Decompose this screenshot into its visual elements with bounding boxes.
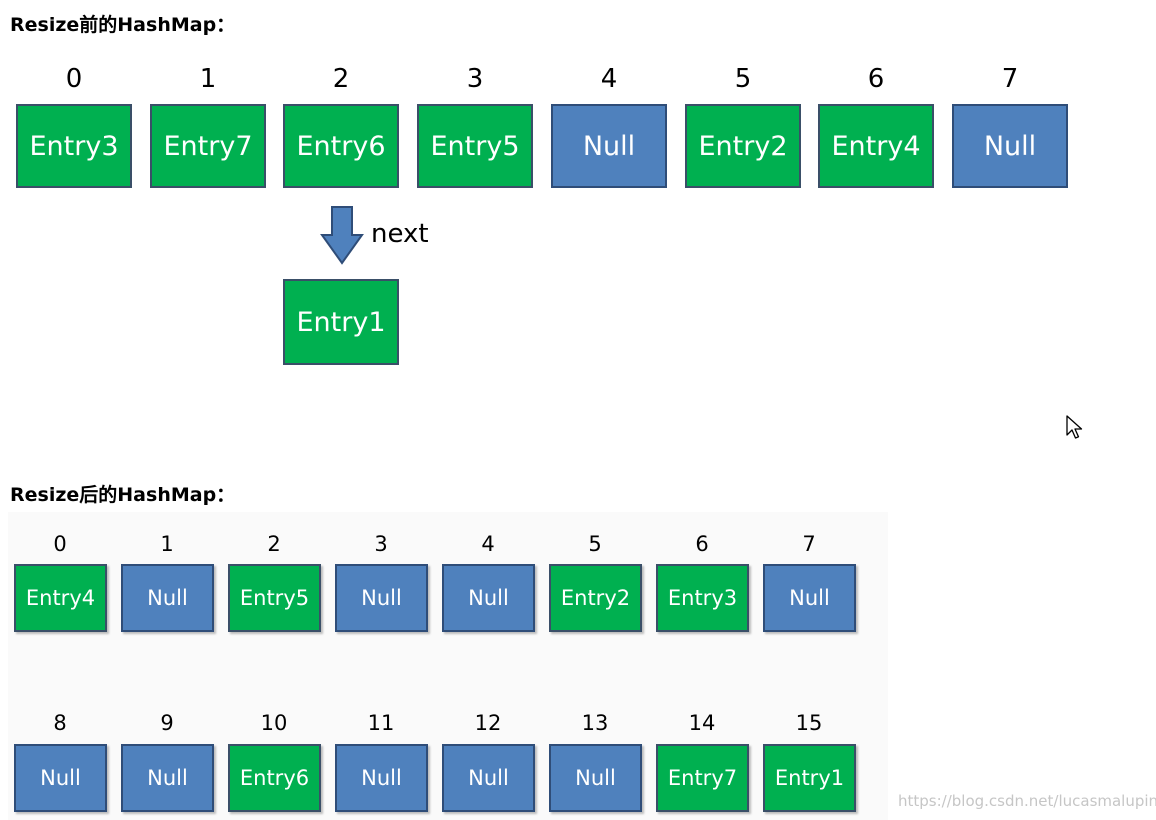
after-row1-bucket-1: Null: [121, 564, 214, 632]
before-index-6: 6: [867, 64, 885, 94]
next-pointer-label: next: [371, 219, 429, 249]
after-row1-bucket-5: Entry2: [549, 564, 642, 632]
before-bucket-3: Entry5: [417, 104, 533, 188]
after-row1-index-7: 7: [802, 532, 816, 556]
before-index-7: 7: [1001, 64, 1019, 94]
before-index-5: 5: [734, 64, 752, 94]
watermark: https://blog.csdn.net/lucasmaluping: [898, 792, 1156, 810]
after-row2-bucket-1: Null: [121, 744, 214, 812]
after-row1-index-0: 0: [53, 532, 67, 556]
after-row2-index-7: 15: [795, 711, 823, 735]
after-row2-bucket-2: Entry6: [228, 744, 321, 812]
chained-entry: Entry1: [283, 279, 399, 365]
after-row2-bucket-7: Entry1: [763, 744, 856, 812]
after-row2-bucket-5: Null: [549, 744, 642, 812]
before-bucket-2: Entry6: [283, 104, 399, 188]
after-row1-bucket-2: Entry5: [228, 564, 321, 632]
before-index-4: 4: [600, 64, 618, 94]
after-row1-bucket-0: Entry4: [14, 564, 107, 632]
before-bucket-5: Entry2: [685, 104, 801, 188]
mouse-pointer-icon: [1066, 415, 1083, 439]
before-index-2: 2: [332, 64, 350, 94]
heading-before: Resize前的HashMap：: [10, 14, 236, 36]
heading-after: Resize后的HashMap：: [10, 484, 236, 506]
after-row2-index-0: 8: [53, 711, 67, 735]
after-row1-bucket-3: Null: [335, 564, 428, 632]
after-row1-index-4: 4: [481, 532, 495, 556]
after-row2-bucket-6: Entry7: [656, 744, 749, 812]
before-bucket-6: Entry4: [818, 104, 934, 188]
after-row2-bucket-0: Null: [14, 744, 107, 812]
before-index-1: 1: [199, 64, 217, 94]
before-index-3: 3: [466, 64, 484, 94]
before-bucket-1: Entry7: [150, 104, 266, 188]
after-row2-bucket-4: Null: [442, 744, 535, 812]
after-row1-bucket-7: Null: [763, 564, 856, 632]
after-row1-index-2: 2: [267, 532, 281, 556]
after-row2-index-5: 13: [581, 711, 609, 735]
after-row1-bucket-4: Null: [442, 564, 535, 632]
after-row1-index-6: 6: [695, 532, 709, 556]
after-row1-index-3: 3: [374, 532, 388, 556]
after-row2-index-1: 9: [160, 711, 174, 735]
before-bucket-7: Null: [952, 104, 1068, 188]
down-arrow-icon: [320, 206, 364, 265]
before-bucket-0: Entry3: [16, 104, 132, 188]
after-row1-index-1: 1: [160, 532, 174, 556]
after-row2-bucket-3: Null: [335, 744, 428, 812]
after-row2-index-3: 11: [367, 711, 395, 735]
after-row1-bucket-6: Entry3: [656, 564, 749, 632]
after-row2-index-6: 14: [688, 711, 716, 735]
after-row2-index-4: 12: [474, 711, 502, 735]
before-index-0: 0: [65, 64, 83, 94]
after-row2-index-2: 10: [260, 711, 288, 735]
before-bucket-4: Null: [551, 104, 667, 188]
after-row1-index-5: 5: [588, 532, 602, 556]
